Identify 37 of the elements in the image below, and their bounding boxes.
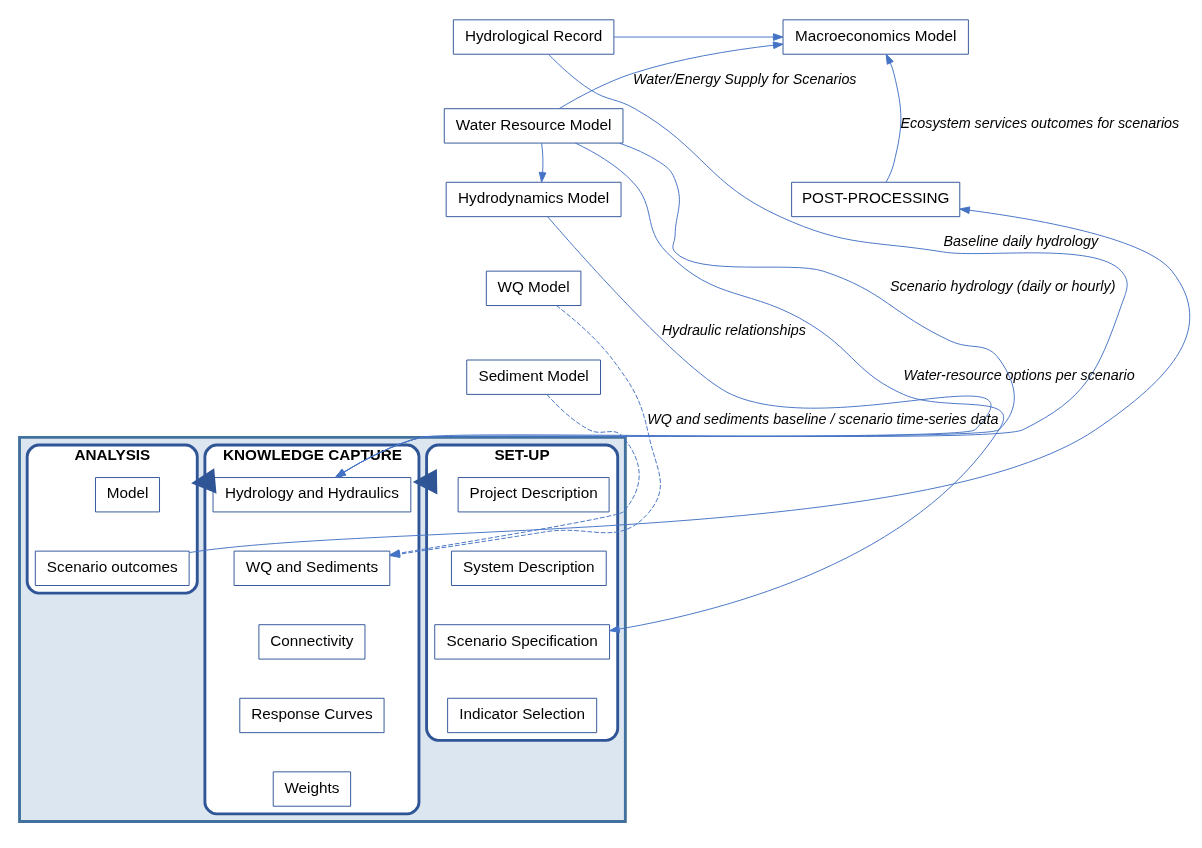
- arrow: [558, 40, 784, 109]
- arrow: [335, 142, 1015, 478]
- arrow: [412, 468, 438, 494]
- node-box: System Description: [450, 550, 607, 586]
- node-box: Weights: [272, 770, 352, 807]
- node-box: Project Description: [457, 476, 610, 512]
- arrow: [885, 53, 902, 183]
- node-box: WQ and Sediments: [233, 550, 391, 586]
- edge-label: Scenario hydrology (daily or hourly): [890, 277, 1116, 294]
- arrow: [188, 205, 1191, 553]
- node-box: WQ Model: [485, 270, 582, 306]
- arrow: [335, 215, 992, 478]
- arrow: [191, 467, 217, 494]
- edge-label: Ecosystem services outcomes for scenarios: [900, 114, 1180, 131]
- cluster: [18, 435, 627, 823]
- edge-label: Water-resource options per scenario: [903, 366, 1135, 383]
- node-box: POST-PROCESSING: [791, 181, 961, 217]
- node-box: Hydrological Record: [452, 18, 615, 55]
- node-box: Hydrodynamics Model: [445, 181, 622, 217]
- node-box: Scenario outcomes: [34, 550, 190, 586]
- node-box: Hydrology and Hydraulics: [212, 476, 412, 512]
- node-box: Water Resource Model: [443, 107, 624, 144]
- node-box: Indicator Selection: [447, 697, 598, 733]
- edge-label: WQ and sediments baseline / scenario time-series data: [647, 410, 999, 427]
- arrow: [613, 32, 784, 41]
- node-box: Macroeconomics Model: [782, 18, 969, 55]
- edge-label: Water/Energy Supply for Scenarios: [633, 70, 857, 87]
- edge-label: Baseline daily hydrology: [943, 232, 1099, 249]
- node-box: Response Curves: [239, 697, 385, 733]
- node-box: Scenario Specification: [434, 623, 611, 660]
- node-box: Model: [95, 476, 160, 512]
- node-box: Connectivity: [258, 623, 366, 660]
- arrow: [574, 142, 1004, 633]
- arrow: [335, 53, 1128, 478]
- edge-label: Hydraulic relationships: [661, 321, 806, 338]
- arrow: [538, 142, 547, 183]
- node-box: Sediment Model: [466, 359, 601, 395]
